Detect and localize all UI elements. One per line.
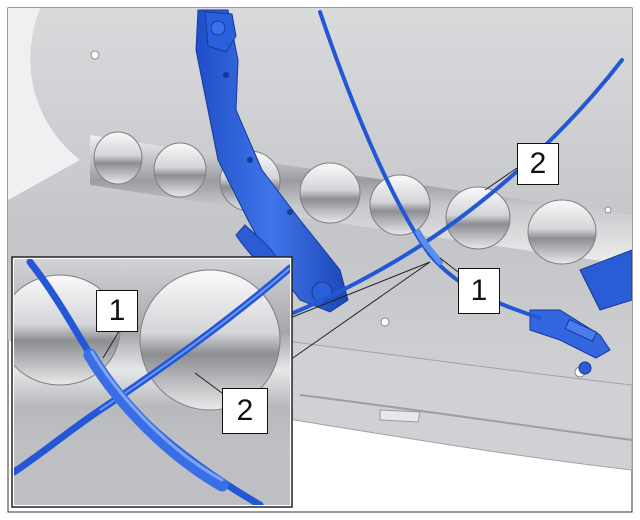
inset-leader-lower xyxy=(289,261,431,361)
window-regulator-arm xyxy=(195,9,349,313)
door-lower-sill xyxy=(199,329,632,471)
cable-connector xyxy=(529,309,611,359)
inset-leader-upper xyxy=(289,261,431,319)
inset-callout-label-1: 1 xyxy=(96,290,138,332)
rivet xyxy=(223,72,229,78)
mount-hole xyxy=(90,50,100,60)
panel-hole xyxy=(299,162,361,224)
mount-hole xyxy=(380,317,390,327)
panel-hole xyxy=(527,199,597,265)
inset-cable-1-sleeve xyxy=(83,348,229,492)
cable-spring xyxy=(564,318,598,342)
panel-hole xyxy=(445,186,511,250)
callout-2-leader xyxy=(484,167,518,191)
panel-hole xyxy=(93,131,143,185)
rivet xyxy=(247,157,253,163)
inset-callout-2-leader xyxy=(194,372,223,394)
door-lock-actuator xyxy=(579,249,632,311)
panel-hole xyxy=(153,142,207,198)
regulator-gear xyxy=(210,20,226,36)
connector-end xyxy=(578,361,592,375)
mount-hole xyxy=(604,206,612,214)
sill-clip xyxy=(379,409,421,423)
panel-edge-left xyxy=(8,8,80,200)
cable-1-sleeve xyxy=(415,229,443,265)
callout-label-2: 2 xyxy=(517,143,559,185)
callout-1-leader xyxy=(439,257,459,273)
inset-callout-label-2: 2 xyxy=(222,388,268,434)
inset-callout-1-leader xyxy=(102,327,122,359)
detail-inset xyxy=(11,256,293,508)
sill-crease xyxy=(299,394,632,441)
callout-label-1: 1 xyxy=(458,268,500,314)
rivet xyxy=(287,209,293,215)
inset-sleeve-highlight xyxy=(90,350,224,482)
